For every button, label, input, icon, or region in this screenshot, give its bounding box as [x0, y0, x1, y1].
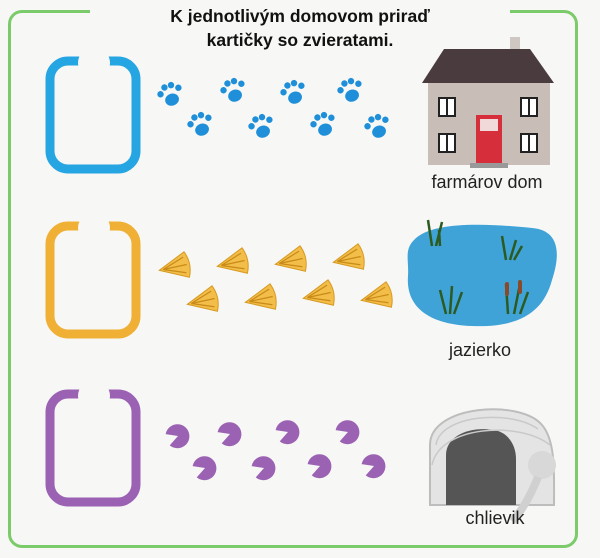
paw-prints-track: [157, 77, 389, 138]
duck-footprint: [244, 283, 277, 310]
duck-footprint: [302, 279, 335, 306]
duck-footprint: [186, 285, 219, 312]
pond-icon: [407, 219, 557, 327]
home-label-pond: jazierko: [448, 340, 512, 360]
duck-footprints-track: [158, 243, 393, 312]
home-label-house: farmárov dom: [431, 172, 543, 192]
duck-footprint: [216, 247, 249, 274]
house-icon: [422, 37, 554, 168]
pac-shape: [335, 420, 360, 445]
card-slot-blue[interactable]: [44, 47, 144, 175]
card-slot-orange[interactable]: [44, 212, 144, 340]
duck-footprint: [332, 243, 365, 270]
page-title: K jednotlivým domovom priraď kartičky so…: [90, 4, 510, 52]
paw-print: [220, 77, 245, 102]
paw-print: [337, 77, 362, 102]
card-slot-purple[interactable]: [44, 380, 144, 508]
duck-footprint: [360, 281, 393, 308]
pac-shape: [307, 454, 332, 479]
duck-footprint: [274, 245, 307, 272]
duck-footprint: [158, 251, 191, 278]
pac-shape: [361, 454, 386, 479]
pac-shape: [165, 424, 190, 449]
home-label-pigsty: chlievik: [465, 508, 525, 528]
paw-print: [310, 111, 335, 136]
paw-print: [157, 81, 182, 106]
pac-shape: [275, 420, 300, 445]
paw-print: [364, 113, 389, 138]
paw-print: [248, 113, 273, 138]
paw-print: [280, 79, 305, 104]
pac-shape: [192, 456, 217, 481]
pac-shape: [251, 456, 276, 481]
pac-shape: [217, 422, 242, 447]
pac-man-shapes-track: [165, 420, 386, 481]
pigsty-icon: [429, 408, 556, 524]
title-line-2: kartičky so zvieratami.: [206, 30, 394, 50]
title-line-1: K jednotlivým domovom priraď: [170, 6, 430, 26]
paw-print: [187, 111, 212, 136]
